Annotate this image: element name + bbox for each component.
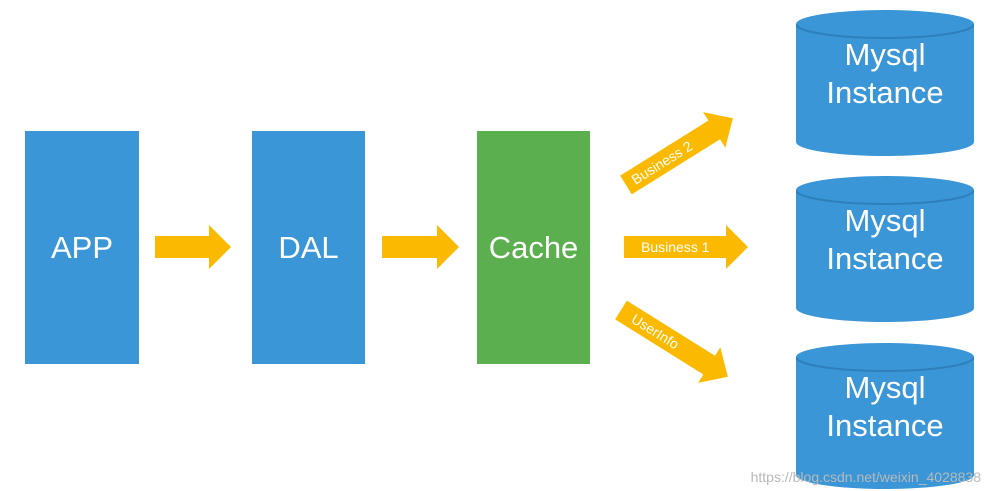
db-label-line1: Mysql	[844, 203, 926, 238]
db-label-line2: Instance	[826, 241, 944, 276]
dal-node: DAL	[252, 131, 365, 364]
app-label: APP	[50, 229, 114, 265]
route-label-business-2: Business 2	[629, 138, 696, 188]
mysql-instance-3: Mysql Instance	[796, 343, 974, 489]
mysql-instance-1: Mysql Instance	[796, 10, 974, 156]
arrow-app-to-dal	[155, 225, 231, 269]
route-label-business-1: Business 1	[641, 239, 710, 255]
db-label-line2: Instance	[826, 75, 944, 110]
db-label-line1: Mysql	[844, 370, 926, 405]
dal-label: DAL	[278, 229, 339, 265]
database-icon	[796, 176, 974, 322]
arrow-business-2: Business 2	[620, 112, 733, 195]
arrow-userinfo: UserInfo	[615, 300, 728, 383]
arrow-dal-to-cache	[382, 225, 459, 269]
db-label-line1: Mysql	[844, 37, 926, 72]
database-icon	[796, 343, 974, 489]
app-node: APP	[25, 131, 139, 364]
cache-node: Cache	[477, 131, 590, 364]
database-icon	[796, 10, 974, 156]
cache-label: Cache	[488, 229, 579, 265]
mysql-instance-2: Mysql Instance	[796, 176, 974, 322]
arrow-business-1: Business 1	[624, 225, 748, 269]
db-label-line2: Instance	[826, 408, 944, 443]
watermark: https://blog.csdn.net/weixin_4028838	[750, 469, 981, 485]
